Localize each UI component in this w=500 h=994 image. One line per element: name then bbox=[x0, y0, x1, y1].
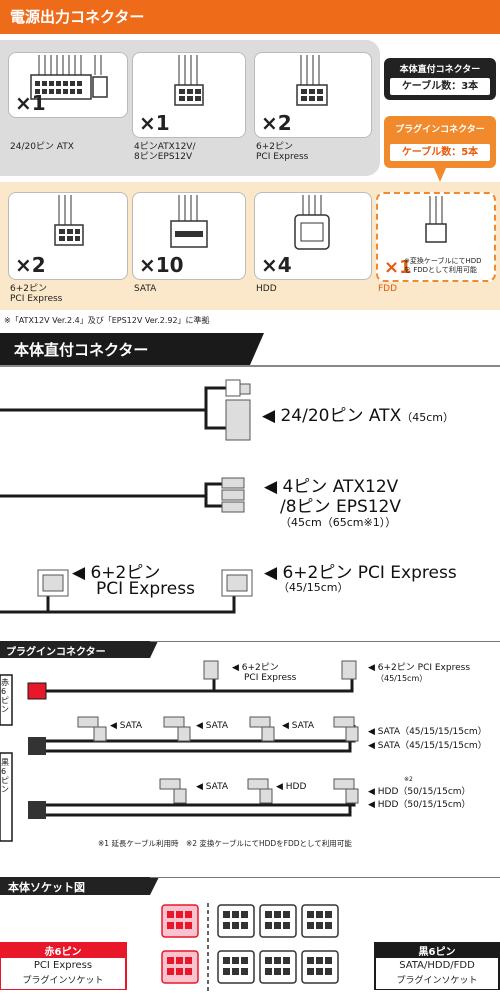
pci-right-length: （45/15cm） bbox=[376, 674, 428, 683]
section-divider bbox=[150, 877, 500, 878]
section-divider bbox=[150, 641, 500, 642]
header-bar: 電源出力コネクター bbox=[0, 0, 500, 34]
hdd-mid-1: ◀ SATA bbox=[196, 782, 229, 792]
card-sata: ×10 bbox=[132, 192, 246, 280]
eps-connector-image bbox=[174, 55, 204, 106]
card-label: 24/20ピン ATX bbox=[10, 142, 74, 152]
direct-section-header: 本体直付コネクター bbox=[0, 333, 250, 365]
card-qty: ×10 bbox=[139, 253, 184, 277]
card-label: FDD bbox=[378, 284, 398, 294]
section-title: 本体ソケット図 bbox=[8, 881, 85, 894]
pci-mid-line1: ◀ 6+2ピン bbox=[232, 663, 279, 673]
fdd-connector-image bbox=[425, 196, 447, 243]
card-eps: ×1 bbox=[132, 52, 246, 138]
plugin-section-header: プラグインコネクター bbox=[0, 641, 150, 658]
card-qty: ×4 bbox=[261, 253, 292, 277]
card-label: SATA bbox=[134, 284, 157, 294]
card-qty: ×1 bbox=[15, 91, 46, 115]
atx-label-text: ◀ 24/20ピン ATX bbox=[262, 406, 402, 426]
card-qty: ×1 bbox=[139, 111, 170, 135]
socket-section-header: 本体ソケット図 bbox=[0, 877, 150, 895]
pci-right-label: ◀ 6+2ピン PCI Express bbox=[368, 663, 471, 673]
fdd-note-line2: を FDDとして利用可能 bbox=[404, 266, 477, 274]
card-qty: ×1 bbox=[384, 257, 412, 278]
card-label-line2: 8ピンEPS12V bbox=[134, 152, 193, 162]
hdd-connector-image bbox=[294, 195, 330, 250]
fdd-note-line1: ※変換ケーブルにてHDD bbox=[404, 257, 482, 265]
atx-length: （45cm） bbox=[401, 411, 454, 424]
section-header-slant bbox=[150, 641, 158, 658]
eps-length: （45cm（65cm※1）） bbox=[280, 516, 397, 529]
card-label-line1: 6+2ピン bbox=[10, 284, 47, 294]
pci-left-line2: PCI Express bbox=[96, 579, 195, 599]
badge-count: ケーブル数：5本 bbox=[390, 144, 490, 161]
pci-left-line1: ◀ 6+2ピン bbox=[72, 563, 161, 583]
compliance-note: ※「ATX12V Ver.2.4」及び「EPS12V Ver.2.92」に準拠 bbox=[4, 316, 210, 325]
sata-mid-3: ◀ SATA bbox=[282, 721, 315, 731]
pci-right-label: ◀ 6+2ピン PCI Express bbox=[264, 563, 457, 583]
badge-count: ケーブル数：3本 bbox=[390, 78, 490, 95]
card-qty: ×2 bbox=[261, 111, 292, 135]
black6-label: 黒6ピン bbox=[1, 758, 9, 794]
section-divider bbox=[0, 365, 500, 367]
sata-connector-image bbox=[170, 195, 208, 248]
red-socket-badge: 赤6ピン PCI Express プラグインソケット bbox=[0, 942, 128, 990]
section-header-slant bbox=[150, 877, 159, 895]
card-label: HDD bbox=[256, 284, 277, 294]
eps-label-line2: /8ピン EPS12V bbox=[280, 497, 401, 517]
card-fdd: ×1 ※変換ケーブルにてHDD を FDDとして利用可能 bbox=[376, 192, 496, 282]
sata-mid-2: ◀ SATA bbox=[196, 721, 229, 731]
card-label-line1: 4ピンATX12V/ bbox=[134, 142, 196, 152]
sata-mid-1: ◀ SATA bbox=[110, 721, 143, 731]
card-label-line2: PCI Express bbox=[10, 294, 63, 304]
plugin-connector-badge: プラグインコネクター ケーブル数：5本 bbox=[384, 116, 496, 168]
badge-line1: SATA/HDD/FDD bbox=[399, 960, 475, 971]
card-label-line1: 6+2ピン bbox=[256, 142, 293, 152]
sata-right-1: ◀ SATA（45/15/15/15cm） bbox=[368, 727, 487, 737]
badge-line2: プラグインソケット bbox=[22, 976, 104, 986]
section-header-slant bbox=[250, 333, 264, 365]
plugin-footnote: ※1 延長ケーブル利用時 ※2 変換ケーブルにてHDDをFDDとして利用可能 bbox=[98, 839, 352, 848]
black-socket-badge: 黒6ピン SATA/HDD/FDD プラグインソケット bbox=[374, 942, 500, 990]
section-title: 本体直付コネクター bbox=[14, 341, 149, 359]
badge-title: プラグインコネクター bbox=[395, 125, 485, 135]
hdd-right-1: ◀ HDD（50/15/15cm） bbox=[368, 787, 471, 797]
atx-label: ◀ 24/20ピン ATX（45cm） bbox=[262, 401, 454, 426]
card-pci-plugin: ×2 bbox=[8, 192, 128, 280]
badge-line1: PCI Express bbox=[33, 960, 93, 971]
pci-connector-image bbox=[296, 55, 328, 106]
badge-title: 本体直付コネクター bbox=[399, 65, 481, 75]
section-title: プラグインコネクター bbox=[6, 647, 106, 658]
pci-mid-line2: PCI Express bbox=[244, 673, 297, 683]
plugin-cable-diagram bbox=[0, 660, 359, 842]
sata-right-2: ◀ SATA（45/15/15/15cm） bbox=[368, 741, 487, 751]
badge-title: 赤6ピン bbox=[44, 947, 82, 958]
socket-diagram bbox=[161, 903, 339, 991]
direct-cable-diagram bbox=[0, 379, 253, 614]
hdd-right-2: ◀ HDD（50/15/15cm） bbox=[368, 800, 471, 810]
badge-title: 黒6ピン bbox=[418, 947, 456, 958]
header-title: 電源出力コネクター bbox=[10, 8, 145, 26]
atx-connector-image bbox=[30, 55, 108, 100]
card-pci-direct: ×2 bbox=[254, 52, 372, 138]
badge-line2: プラグインソケット bbox=[396, 976, 478, 986]
card-qty: ×2 bbox=[15, 253, 46, 277]
badge-pointer bbox=[434, 168, 446, 182]
hdd-mid-2: ◀ HDD bbox=[276, 782, 307, 792]
card-label-line2: PCI Express bbox=[256, 152, 309, 162]
red6-label: 赤6ピン bbox=[1, 678, 9, 714]
card-atx: ×1 bbox=[8, 52, 128, 118]
direct-connector-badge: 本体直付コネクター ケーブル数：3本 bbox=[384, 58, 496, 100]
pci-connector-image bbox=[54, 195, 84, 246]
eps-label-line1: ◀ 4ピン ATX12V bbox=[264, 477, 399, 497]
card-hdd: ×4 bbox=[254, 192, 372, 280]
pci-right-length: （45/15cm） bbox=[278, 581, 349, 594]
hdd-note-mark: ※2 bbox=[404, 776, 413, 783]
